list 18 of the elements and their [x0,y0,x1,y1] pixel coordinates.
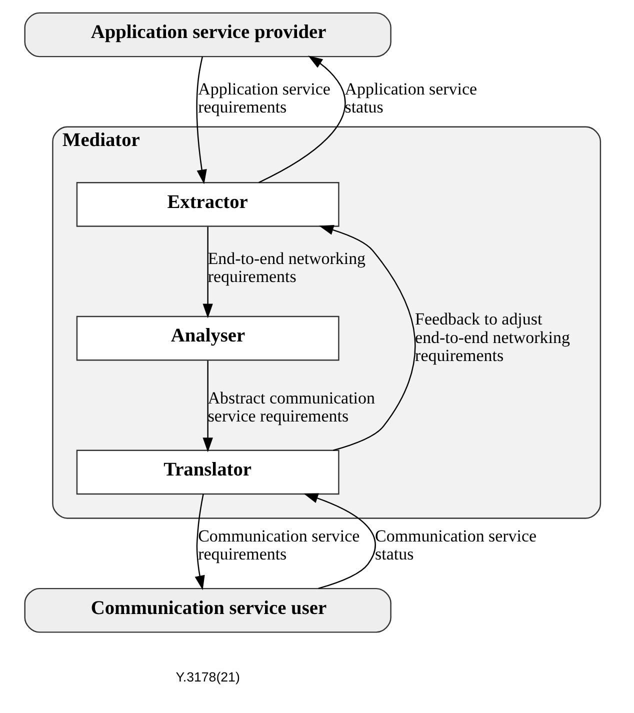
node-box: Application service provider [24,12,391,58]
label: Y.3178(21) [175,670,240,685]
edge-label: Communication service requirements [198,526,360,564]
node-box: Translator [76,450,339,495]
arrow [258,56,346,184]
arrow [202,226,212,318]
node-box: Analyser [76,316,339,361]
node-box: Extractor [76,182,339,227]
node-box: Communication service user [24,588,391,633]
arrow [303,493,376,590]
edge-label: Application service status [344,79,477,117]
arrow [202,360,212,452]
arrow [318,225,416,451]
edge-label: Application service requirements [198,79,330,117]
edge-label: Communication service status [374,526,536,564]
arrow [194,494,204,590]
edge-label: Feedback to adjust end-to-end networking requirements [414,310,570,365]
arrow [196,56,206,184]
